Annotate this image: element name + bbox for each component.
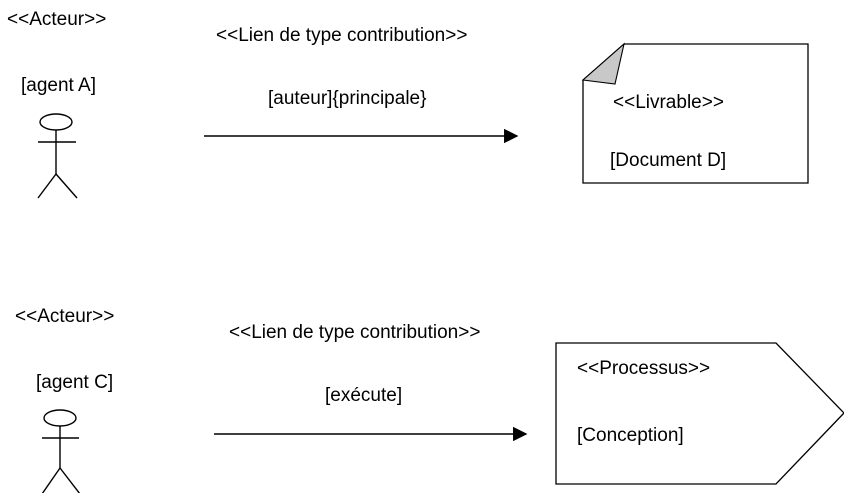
actor-c-figure-icon	[41, 409, 81, 493]
actor-c-name: [agent C]	[36, 372, 114, 393]
document-fold-icon	[581, 42, 625, 85]
document-shape	[581, 42, 809, 184]
actor-a-name: [agent A]	[21, 75, 97, 96]
link-c-stereotype: <<Lien de type contribution>>	[229, 322, 481, 343]
document-name: [Document D]	[610, 150, 727, 171]
link-a-stereotype: <<Lien de type contribution>>	[216, 25, 468, 46]
actor-a-figure-icon	[37, 113, 78, 199]
link-a-label: [auteur]{principale}	[268, 88, 427, 109]
process-name: [Conception]	[577, 425, 684, 446]
process-stereotype: <<Processus>>	[577, 358, 711, 379]
process-shape	[555, 342, 844, 485]
actor-a-stereotype: <<Acteur>>	[7, 9, 107, 30]
document-stereotype: <<Livrable>>	[613, 92, 724, 113]
link-c-label: [exécute]	[325, 385, 403, 406]
actor-c-stereotype: <<Acteur>>	[15, 306, 115, 327]
